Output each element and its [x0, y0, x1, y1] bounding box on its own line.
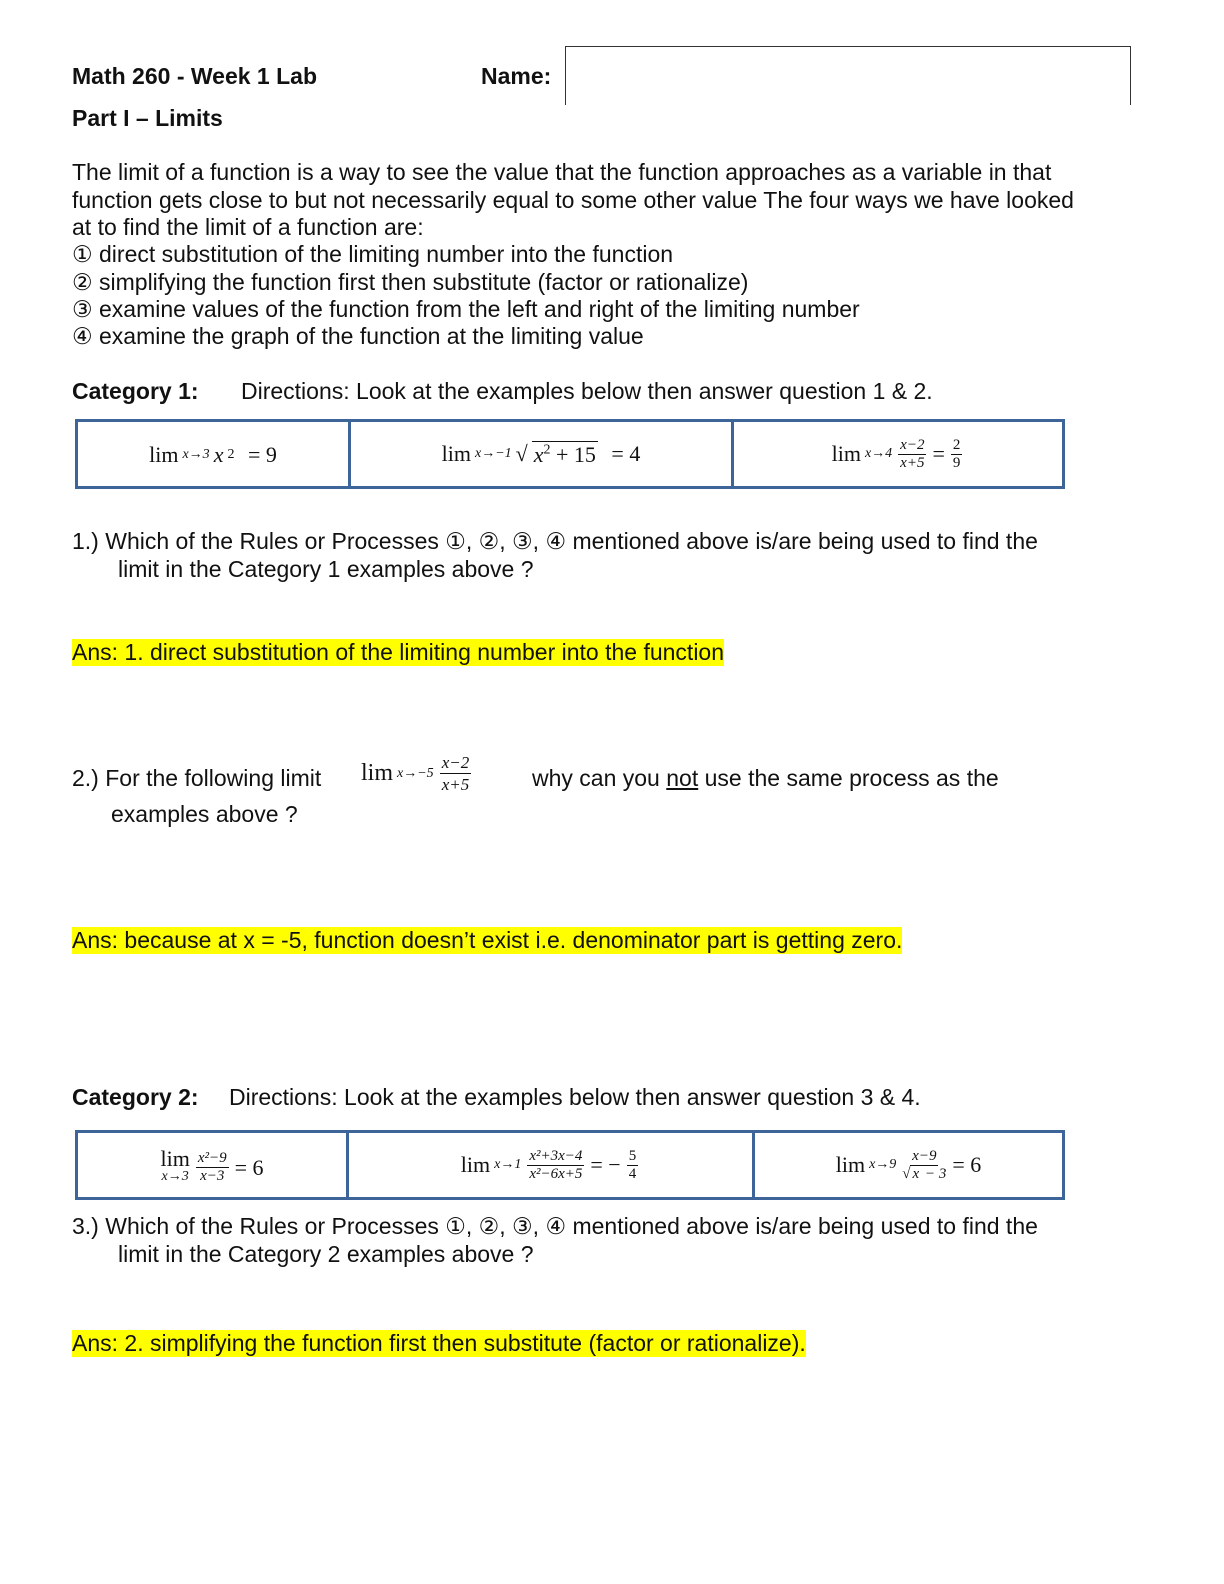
name-label: Name:	[481, 63, 552, 89]
question-2-cont: why can you not use the same process as …	[532, 765, 999, 791]
question-3-cont: limit in the Category 2 examples above ?	[118, 1241, 534, 1267]
method-item: ② simplifying the function first then su…	[72, 269, 749, 295]
intro-line: at to find the limit of a function are:	[72, 214, 424, 240]
doc-title: Math 260 - Week 1 Lab	[72, 63, 317, 89]
method-item: ① direct substitution of the limiting nu…	[72, 241, 674, 267]
question-2: 2.) For the following limit	[72, 765, 322, 791]
question-3: 3.) Which of the Rules or Processes ①, ②…	[72, 1213, 1038, 1239]
name-field[interactable]	[565, 46, 1131, 105]
part-heading: Part I – Limits	[72, 105, 223, 131]
answer-2: Ans: because at x = -5, function doesn’t…	[72, 927, 903, 954]
method-item: ③ examine values of the function from th…	[72, 296, 860, 322]
category2-directions: Directions: Look at the examples below t…	[229, 1084, 921, 1110]
answer-3: Ans: 2. simplifying the function first t…	[72, 1330, 806, 1357]
category1-label: Category 1:	[72, 378, 199, 404]
question-2-line2: examples above ?	[111, 801, 298, 827]
category2-label: Category 2:	[72, 1084, 199, 1110]
answer-1: Ans: 1. direct substitution of the limit…	[72, 639, 725, 666]
question-1-cont: limit in the Category 1 examples above ?	[118, 556, 534, 582]
category1-directions: Directions: Look at the examples below t…	[241, 378, 933, 404]
intro-line: function gets close to but not necessari…	[72, 187, 1074, 213]
method-item: ④ examine the graph of the function at t…	[72, 323, 644, 349]
question-1: 1.) Which of the Rules or Processes ①, ②…	[72, 528, 1038, 554]
intro-line: The limit of a function is a way to see …	[72, 159, 1052, 185]
